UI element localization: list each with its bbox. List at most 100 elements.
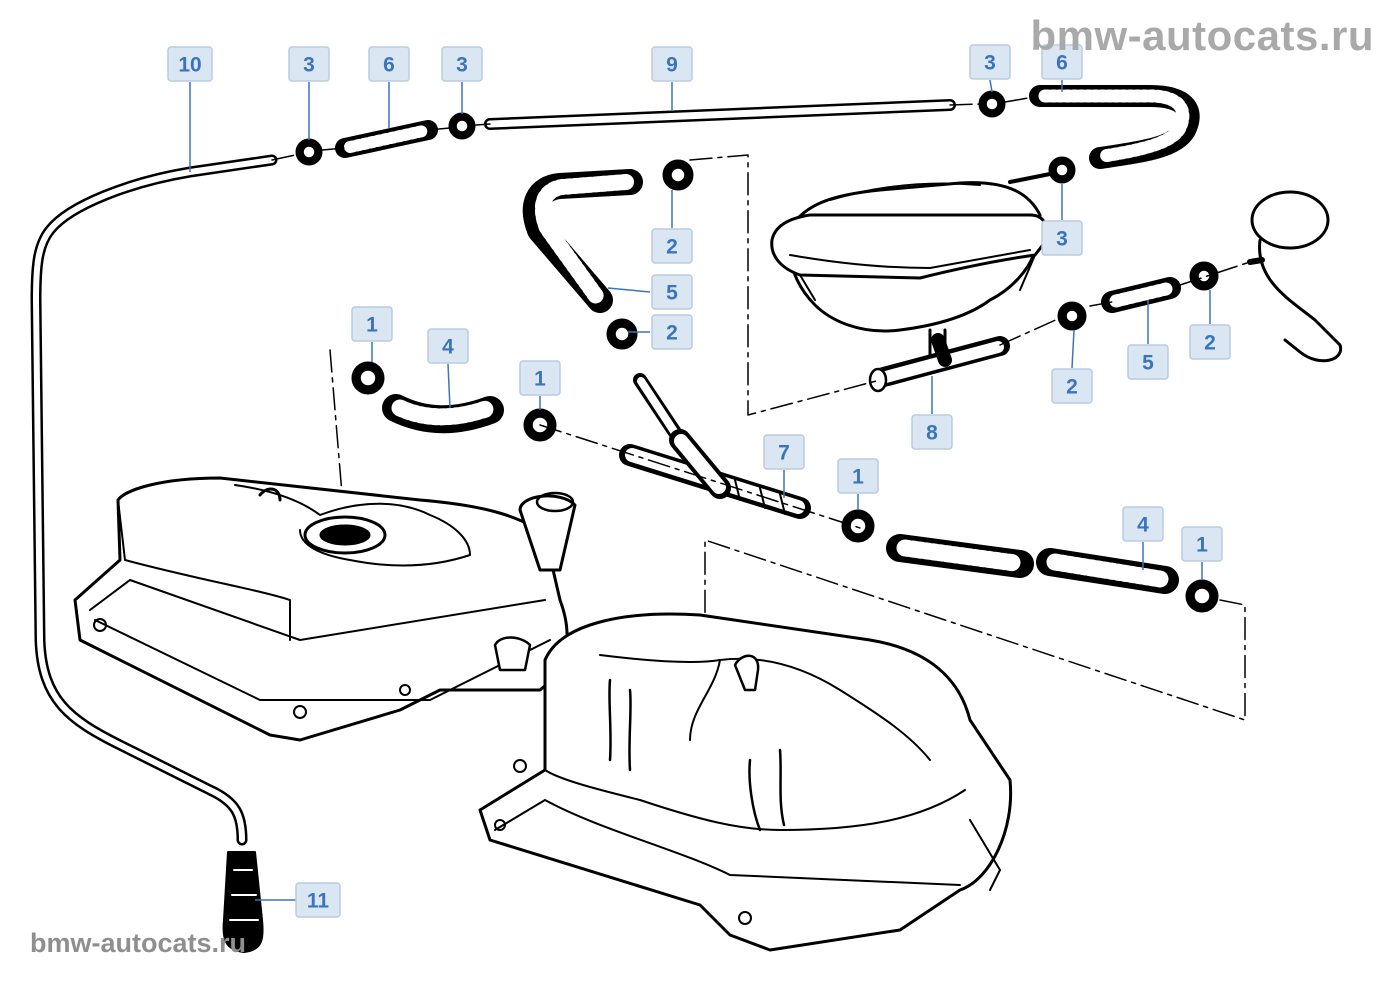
callout-box (651, 274, 693, 310)
callout-4: 4 (427, 328, 469, 364)
callout-box (651, 46, 693, 82)
callout-box (1051, 368, 1093, 404)
callout-3: 3 (1041, 220, 1083, 256)
callout-6: 6 (1041, 44, 1083, 80)
callout-box (441, 46, 483, 82)
assembly-lines (271, 95, 1251, 721)
callout-label: 3 (303, 54, 315, 77)
grommet-11 (222, 851, 264, 953)
callout-label: 10 (178, 54, 201, 77)
callout-box (1041, 44, 1083, 80)
callout-box (351, 306, 393, 342)
callout-label: 4 (442, 336, 454, 359)
clamp-2-right-a (1057, 301, 1087, 331)
callout-box (651, 228, 693, 264)
callout-10: 10 (167, 46, 213, 82)
callout-box (368, 46, 410, 82)
callout-label: 1 (1196, 534, 1208, 557)
callout-label: 2 (666, 236, 678, 259)
callout-label: 3 (456, 54, 468, 77)
callout-box (519, 360, 561, 396)
callout-label: 2 (666, 322, 678, 345)
hose-4-right-a (886, 534, 1034, 578)
callout-box (1122, 506, 1164, 542)
callout-label: 2 (1204, 332, 1216, 355)
callout-box (1181, 526, 1223, 562)
clamp-1-right-a (841, 509, 875, 543)
clamp-2-right-b (1189, 261, 1219, 291)
callout-2: 2 (1189, 324, 1231, 360)
pipe-9 (484, 99, 956, 130)
callout-box (427, 328, 469, 364)
callout-7: 7 (763, 434, 805, 470)
callout-5: 5 (1127, 344, 1169, 380)
callout-11: 11 (295, 882, 341, 918)
charcoal-canister (770, 181, 1049, 357)
vent-pipe-10 (30, 154, 278, 846)
clamp-2-center-top (662, 159, 694, 191)
callout-2: 2 (1051, 368, 1093, 404)
clamp-3-mid (448, 112, 476, 140)
callout-label: 7 (778, 442, 790, 465)
watermark-bottom: bmw-autocats.ru (30, 928, 247, 958)
callout-label: 8 (926, 422, 938, 445)
callout-3: 3 (441, 46, 483, 82)
callout-box (1127, 344, 1169, 380)
callout-label: 5 (1142, 352, 1154, 375)
callout-3: 3 (969, 44, 1011, 80)
callout-3: 3 (288, 46, 330, 82)
leader-lines (189, 79, 1211, 901)
callout-box (1041, 220, 1083, 256)
elbow-connector (1247, 190, 1343, 363)
callout-label: 3 (1056, 228, 1068, 251)
hose-5-center (522, 169, 643, 313)
callout-label: 6 (383, 54, 395, 77)
hose-4-left (382, 394, 504, 434)
callout-8: 8 (911, 414, 953, 450)
callout-2: 2 (651, 228, 693, 264)
callout-label: 6 (1056, 52, 1068, 75)
callout-2: 2 (651, 314, 693, 350)
callout-5: 5 (651, 274, 693, 310)
callout-box (167, 46, 213, 82)
callout-label: 1 (366, 314, 378, 337)
callout-box (288, 46, 330, 82)
callout-box (1189, 324, 1231, 360)
callout-label: 1 (852, 466, 864, 489)
callout-label: 9 (666, 54, 678, 77)
callout-label: 11 (307, 890, 330, 913)
callout-label: 4 (1137, 514, 1149, 537)
callout-1: 1 (519, 360, 561, 396)
callout-1: 1 (1181, 526, 1223, 562)
callout-1: 1 (351, 306, 393, 342)
callout-4: 4 (1122, 506, 1164, 542)
callout-box (837, 458, 879, 494)
callout-box (651, 314, 693, 350)
callout-9: 9 (651, 46, 693, 82)
callout-label: 5 (666, 282, 678, 305)
hose-5-right (1101, 277, 1181, 313)
valve-cover-left (73, 476, 577, 742)
t-piece-8 (868, 333, 1010, 393)
callout-box (969, 44, 1011, 80)
callout-1: 1 (837, 458, 879, 494)
callout-box (763, 434, 805, 470)
watermark-top: bmw-autocats.ru (1030, 12, 1374, 59)
callout-box (911, 414, 953, 450)
clamp-1-right-b (1185, 579, 1219, 613)
hose-6-left (335, 120, 438, 158)
clamp-3-right (978, 90, 1006, 118)
clamp-1-left-a (351, 361, 385, 395)
hose-4-right-b (1036, 548, 1179, 594)
callout-6: 6 (368, 46, 410, 82)
callout-label: 2 (1066, 376, 1078, 399)
callout-label: 3 (984, 52, 996, 75)
clamp-3-left (295, 138, 323, 166)
callout-label: 1 (534, 368, 546, 391)
clamp-3-canister (1048, 156, 1076, 184)
valve-cover-right (478, 612, 1013, 952)
callout-box (295, 882, 341, 918)
